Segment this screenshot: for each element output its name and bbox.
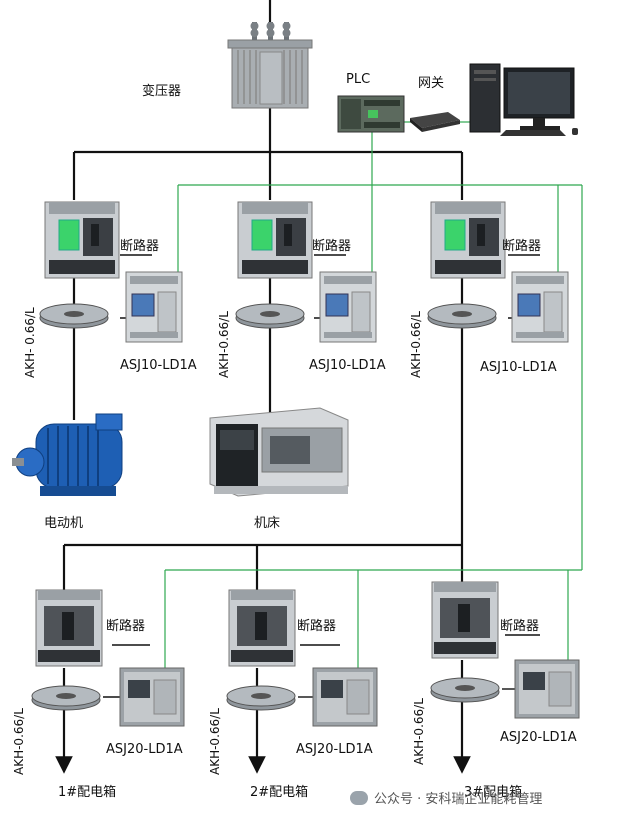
top-load-label-1: 电动机 [44, 516, 84, 531]
top-module-1-icon [125, 271, 183, 343]
wechat-icon [350, 791, 368, 805]
top-breaker-1-icon [44, 201, 120, 279]
gateway-icon [410, 112, 460, 132]
top-module-label-1: ASJ10-LD1A [120, 358, 197, 373]
plc-icon [337, 95, 405, 133]
bottom-module-2-icon [312, 667, 378, 727]
top-sensor-label-1: AKH- 0.66/L [23, 307, 37, 378]
top-load-label-2: 机床 [254, 516, 281, 531]
bottom-sensor-label-1: AKH-0.66/L [12, 708, 26, 775]
bottom-ct-3-icon [430, 677, 500, 703]
bottom-breaker-label-1: 断路器 [106, 619, 146, 634]
top-breaker-label-3: 断路器 [502, 239, 542, 254]
top-ct-1-icon [39, 303, 109, 329]
gateway-label: 网关 [418, 76, 445, 91]
watermark-text: 公众号 · 安科瑞企业能耗管理 [374, 792, 543, 807]
bottom-load-label-3: 3#配电箱 [464, 785, 523, 800]
bottom-sensor-label-3: AKH-0.66/L [412, 698, 426, 765]
top-module-label-3: ASJ10-LD1A [480, 360, 557, 375]
bottom-module-label-3: ASJ20-LD1A [500, 730, 577, 745]
bottom-breaker-label-2: 断路器 [297, 619, 337, 634]
top-sensor-label-2: AKH-0.66/L [217, 311, 231, 378]
bottom-module-3-icon [514, 659, 580, 719]
top-ct-3-icon [427, 303, 497, 329]
bottom-breaker-2-icon [228, 589, 296, 667]
bottom-load-label-2: 2#配电箱 [250, 785, 309, 800]
bottom-breaker-1-icon [35, 589, 103, 667]
top-breaker-3-icon [430, 201, 506, 279]
bottom-load-label-1: 1#配电箱 [58, 785, 117, 800]
bottom-breaker-label-3: 断路器 [500, 619, 540, 634]
top-ct-2-icon [235, 303, 305, 329]
comm-lines [164, 121, 583, 680]
transformer-icon [227, 22, 313, 109]
plc-label: PLC [346, 72, 371, 87]
computer-icon [469, 63, 578, 136]
bottom-ct-2-icon [226, 685, 296, 711]
bottom-breaker-3-icon [431, 581, 499, 659]
machine-tool-icon [209, 407, 349, 497]
watermark: 公众号 · 安科瑞企业能耗管理 [350, 788, 542, 807]
bottom-module-label-2: ASJ20-LD1A [296, 742, 373, 757]
top-breaker-2-icon [237, 201, 313, 279]
bottom-module-label-1: ASJ20-LD1A [106, 742, 183, 757]
top-sensor-label-3: AKH-0.66/L [409, 311, 423, 378]
top-module-3-icon [511, 271, 569, 343]
power-lines [55, 0, 540, 774]
motor-icon [12, 413, 123, 496]
top-module-2-icon [319, 271, 377, 343]
top-breaker-label-2: 断路器 [312, 239, 352, 254]
top-module-label-2: ASJ10-LD1A [309, 358, 386, 373]
bottom-sensor-label-2: AKH-0.66/L [208, 708, 222, 775]
transformer-label: 变压器 [142, 84, 182, 99]
top-breaker-label-1: 断路器 [120, 239, 160, 254]
bottom-ct-1-icon [31, 685, 101, 711]
bottom-module-1-icon [119, 667, 185, 727]
